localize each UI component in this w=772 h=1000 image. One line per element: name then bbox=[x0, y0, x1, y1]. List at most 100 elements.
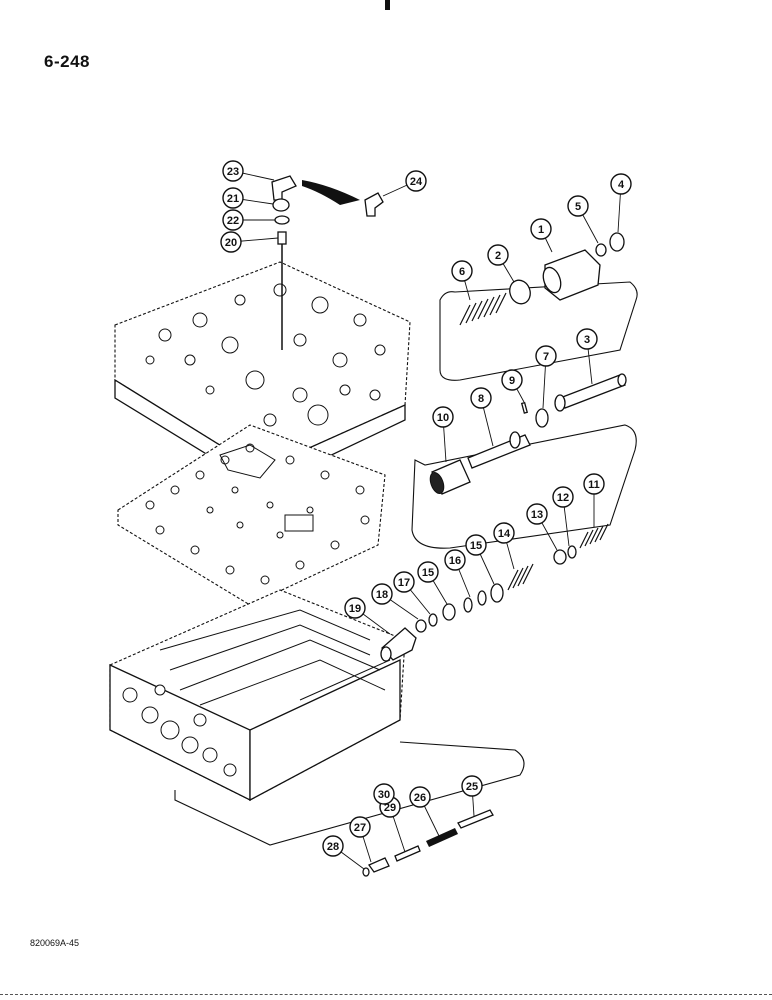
part-15-washer-right bbox=[490, 583, 504, 603]
group-outline-middle bbox=[411, 424, 637, 549]
figure-code: 820069A-45 bbox=[30, 938, 80, 948]
part-13-nut bbox=[553, 549, 567, 565]
part-8-spool bbox=[467, 431, 531, 469]
callout-circle bbox=[461, 775, 483, 797]
page-number: 6-248 bbox=[44, 52, 90, 71]
callout-number: 4 bbox=[618, 179, 625, 191]
part-28-ring bbox=[362, 867, 370, 877]
callout-number: 25 bbox=[466, 781, 478, 793]
callout-circle bbox=[552, 486, 574, 508]
callout-circle bbox=[451, 260, 473, 282]
callout-circle bbox=[567, 195, 589, 217]
callout-6: 6 bbox=[451, 260, 473, 301]
part-4-nut bbox=[609, 232, 625, 252]
callout-number: 1 bbox=[538, 224, 544, 236]
callout-circle bbox=[444, 549, 466, 571]
callout-20: 20 bbox=[220, 231, 279, 253]
callout-circle bbox=[501, 369, 523, 391]
callout-25: 25 bbox=[461, 775, 483, 817]
part-17-washer bbox=[428, 613, 438, 627]
callout-circle bbox=[409, 786, 431, 808]
callout-number: 30 bbox=[378, 789, 390, 801]
part-14-spring bbox=[507, 563, 534, 591]
callout-11: 11 bbox=[583, 473, 605, 527]
callout-17: 17 bbox=[393, 571, 431, 615]
callout-number: 5 bbox=[575, 201, 581, 213]
callout-number: 9 bbox=[509, 375, 515, 387]
callout-9: 9 bbox=[501, 369, 525, 403]
callout-number: 18 bbox=[376, 589, 388, 601]
callout-number: 23 bbox=[227, 166, 239, 178]
part-27-plug bbox=[368, 857, 390, 873]
callout-18: 18 bbox=[371, 583, 419, 620]
callout-circle bbox=[405, 170, 427, 192]
part-11-spring bbox=[579, 523, 609, 549]
callout-number: 14 bbox=[498, 528, 511, 540]
part-23-elbow bbox=[271, 175, 360, 205]
callout-number: 29 bbox=[384, 802, 396, 814]
callout-number: 19 bbox=[349, 603, 361, 615]
callout-15: 15 bbox=[465, 534, 495, 585]
callout-number: 15 bbox=[470, 540, 482, 552]
callout-circle bbox=[344, 597, 366, 619]
callout-16: 16 bbox=[444, 549, 471, 598]
callout-circle bbox=[576, 328, 598, 350]
callout-circle bbox=[583, 473, 605, 495]
part-10-sleeve bbox=[429, 459, 471, 495]
callout-circle bbox=[530, 218, 552, 240]
callout-circle bbox=[417, 561, 439, 583]
callout-number: 12 bbox=[557, 492, 569, 504]
part-19-plug bbox=[380, 627, 417, 662]
callout-number: 26 bbox=[414, 792, 426, 804]
part-24-fitting bbox=[364, 192, 384, 217]
callout-number: 21 bbox=[227, 193, 239, 205]
callout-2: 2 bbox=[487, 244, 515, 283]
callout-number: 27 bbox=[354, 822, 366, 834]
lower-valve-body bbox=[109, 589, 406, 802]
callout-5: 5 bbox=[567, 195, 599, 244]
part-6-spring bbox=[459, 292, 507, 326]
part-29-pin bbox=[394, 845, 421, 862]
part-12-washer bbox=[567, 545, 577, 559]
part-5-o-ring bbox=[595, 243, 607, 257]
callout-28: 28 bbox=[322, 835, 365, 870]
callout-19: 19 bbox=[344, 597, 391, 635]
callout-number: 15 bbox=[422, 567, 434, 579]
part-2-o-ring bbox=[509, 279, 531, 305]
callout-number: 11 bbox=[588, 479, 600, 491]
callout-number: 7 bbox=[543, 351, 549, 363]
part-16-ring-a bbox=[463, 597, 473, 613]
part-9-pin bbox=[520, 401, 529, 414]
callout-30: 30 bbox=[373, 783, 395, 805]
callout-8: 8 bbox=[470, 387, 494, 447]
separator-plate bbox=[117, 424, 386, 606]
callout-number: 17 bbox=[398, 577, 410, 589]
callout-circle bbox=[610, 173, 632, 195]
callout-1: 1 bbox=[530, 218, 553, 253]
part-3-spool bbox=[554, 373, 627, 412]
callout-7: 7 bbox=[535, 345, 557, 409]
callout-number: 28 bbox=[327, 841, 339, 853]
callout-circle bbox=[526, 503, 548, 525]
callout-number: 13 bbox=[531, 509, 543, 521]
callout-circle bbox=[487, 244, 509, 266]
callout-circle bbox=[222, 187, 244, 209]
callout-14: 14 bbox=[493, 522, 515, 570]
bottom-crop-mark bbox=[0, 994, 772, 997]
callout-21: 21 bbox=[222, 187, 274, 209]
callout-26: 26 bbox=[409, 786, 441, 839]
part-1-plug bbox=[542, 249, 601, 301]
callout-15: 15 bbox=[417, 561, 448, 605]
part-25-pin bbox=[457, 809, 494, 829]
callout-29: 29 bbox=[379, 796, 406, 853]
callout-23: 23 bbox=[222, 160, 275, 182]
callout-circle bbox=[535, 345, 557, 367]
callout-circle bbox=[322, 835, 344, 857]
callout-circle bbox=[220, 231, 242, 253]
part-15-washer-left bbox=[442, 603, 456, 621]
callout-10: 10 bbox=[432, 406, 454, 463]
callout-circle bbox=[222, 160, 244, 182]
callout-3: 3 bbox=[576, 328, 598, 385]
